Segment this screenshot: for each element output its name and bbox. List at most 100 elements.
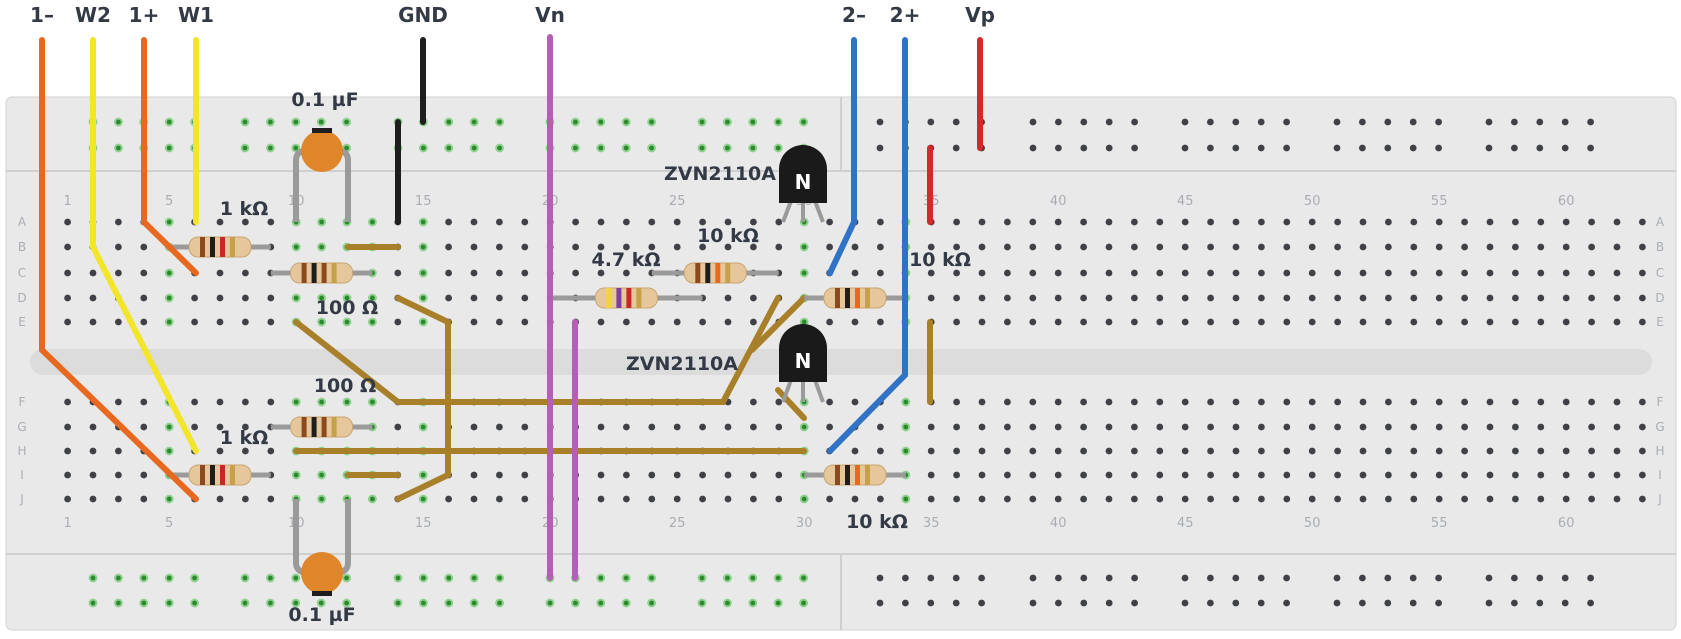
hole	[1156, 495, 1164, 503]
hole	[1232, 243, 1240, 251]
hole	[953, 423, 960, 431]
hole	[1639, 294, 1646, 302]
hole	[470, 495, 478, 503]
rail-hole	[1536, 599, 1544, 607]
hole	[1308, 471, 1316, 479]
hole	[1486, 218, 1494, 226]
hole	[1207, 318, 1214, 326]
jumper-mid-b	[775, 387, 807, 421]
column-number: 45	[1177, 516, 1194, 531]
hole	[799, 422, 809, 432]
rail-hole	[1232, 574, 1240, 582]
rail-hole	[1587, 599, 1594, 607]
hole	[1639, 495, 1646, 503]
hole	[1283, 218, 1291, 226]
rail-hole	[114, 117, 123, 127]
resistor-band	[855, 288, 860, 308]
hole	[1283, 398, 1291, 406]
rail-hole	[1257, 599, 1265, 607]
rail-hole	[1105, 574, 1113, 582]
component-labels: 0.1 µF 0.1 µF 1 kΩ 1 kΩ 100 Ω 100 Ω 4.7 …	[220, 89, 971, 626]
hole	[64, 294, 71, 302]
hole	[242, 218, 249, 226]
hole	[1486, 318, 1494, 326]
resistor-1k-bottom	[169, 464, 271, 486]
column-number: 1	[63, 194, 71, 209]
hole	[775, 243, 783, 251]
hole	[1435, 294, 1443, 302]
hole	[1029, 243, 1037, 251]
rail-hole	[697, 598, 707, 608]
rail-hole	[799, 117, 808, 127]
hole	[1512, 471, 1519, 479]
rail-hole	[571, 117, 580, 127]
rail-hole	[1359, 144, 1366, 152]
hole	[1283, 447, 1291, 455]
r10k-b-value: 10 kΩ	[909, 249, 971, 271]
hole	[89, 294, 97, 302]
hole	[1080, 294, 1087, 302]
terminal-2-plus-label: 2+	[890, 3, 921, 27]
hole	[953, 243, 960, 251]
hole	[1334, 243, 1341, 251]
rail-hole	[114, 598, 123, 608]
rail-hole	[927, 118, 935, 126]
hole	[1258, 243, 1265, 251]
wire-1-minus	[39, 37, 199, 502]
hole	[496, 294, 503, 302]
hole	[978, 495, 986, 503]
resistor-band	[845, 288, 850, 308]
rail-hole	[1080, 574, 1088, 582]
hole	[978, 269, 986, 277]
column-number: 55	[1431, 516, 1448, 531]
hole	[799, 494, 809, 504]
hole	[496, 269, 503, 277]
hole	[750, 423, 757, 431]
hole	[1435, 447, 1443, 455]
hole	[1131, 218, 1138, 226]
rail-hole	[1283, 118, 1290, 126]
hole	[267, 318, 275, 326]
rail-hole	[495, 598, 505, 608]
row-letter: F	[1657, 395, 1664, 409]
resistor-band	[606, 288, 612, 308]
hole	[418, 470, 428, 480]
hole	[317, 293, 327, 303]
hole	[1588, 447, 1595, 455]
rail-hole	[469, 598, 479, 608]
hole	[164, 494, 174, 504]
hole	[1537, 243, 1545, 251]
hole	[1435, 318, 1443, 326]
rail-hole	[773, 143, 783, 153]
rail-hole	[1257, 574, 1265, 582]
hole	[115, 398, 122, 406]
hole	[1613, 471, 1621, 479]
rail-hole	[1232, 118, 1240, 126]
resistor-band	[220, 465, 225, 485]
hole	[140, 243, 148, 251]
hole	[1004, 243, 1011, 251]
hole	[851, 269, 859, 277]
rail-hole	[799, 573, 808, 583]
hole	[242, 447, 249, 455]
hole	[1410, 294, 1418, 302]
rail-hole	[1055, 118, 1062, 126]
hole	[1486, 243, 1494, 251]
hole	[317, 242, 327, 252]
hole	[699, 471, 706, 479]
rail-hole	[1536, 118, 1544, 126]
hole	[724, 471, 732, 479]
rail-hole	[876, 574, 884, 582]
hole	[191, 294, 199, 302]
hole	[724, 294, 732, 302]
rail-hole	[1105, 599, 1113, 607]
row-letter: D	[17, 291, 26, 305]
rail-hole	[444, 598, 454, 608]
hole	[1410, 218, 1418, 226]
hole	[191, 318, 199, 326]
rail-hole	[1561, 574, 1569, 582]
terminal-gnd-label: GND	[398, 3, 448, 27]
rail-hole	[291, 143, 301, 153]
hole	[1562, 398, 1570, 406]
hole	[1537, 447, 1545, 455]
